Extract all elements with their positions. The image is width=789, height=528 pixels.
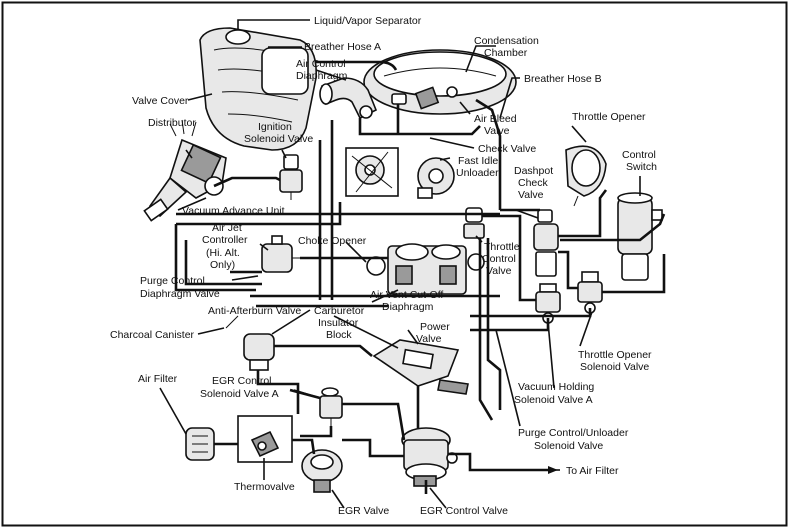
label-egr-control-valve: EGR Control Valve [420,505,508,517]
label-purge-control-diaphragm-valve-line1: Purge Control [140,275,205,287]
label-egr-control-solenoid-valve-line1: EGR Control [212,375,272,387]
label-air-jet-controller-line1: Air Jet [212,222,242,234]
label-air-vent-cut-off-line1: Air Vent Cut-Off [370,289,443,301]
air-jet-controller-component [261,235,304,273]
label-air-bleed-valve-line1: Air Bleed [474,113,517,125]
distributor-component [143,119,227,222]
vacuum-hoses [174,60,666,494]
label-throttle-opener-solenoid-valve-line2: Solenoid Valve [580,361,649,373]
throttle-opener-component [565,145,607,207]
label-control-switch-line2: Switch [626,161,657,173]
ignition-solenoid-valve-component [279,154,303,200]
leader-lines [159,19,641,509]
egr-control-valve-component [401,427,458,487]
label-control-switch-line1: Control [622,149,656,161]
charcoal-canister-marker [225,315,239,329]
label-anti-afterburn-valve: Anti-Afterburn Valve [208,305,301,317]
label-dashpot-check-valve-line1: Dashpot [514,165,553,177]
label-air-jet-controller-line3: (Hi. Alt. [206,247,240,259]
thermovalve-component [237,415,293,463]
label-dashpot-check-valve-line3: Valve [518,189,544,201]
label-purge-unloader-solenoid-valve-line1: Purge Control/Unloader [518,427,629,439]
label-air-control-diaphragm-line2: Diaphragm [296,70,348,82]
label-throttle-control-valve-line2: Control [482,253,516,265]
air-cleaner-housing-component [363,49,517,115]
label-purge-unloader-solenoid-valve-line2: Solenoid Valve [534,440,603,452]
label-valve-cover: Valve Cover [132,95,189,107]
label-purge-control-diaphragm-valve-line2: Diaphragm Valve [140,288,220,300]
label-vacuum-advance-unit: Vacuum Advance Unit [182,205,285,217]
egr-valve-component [301,449,343,493]
label-air-control-diaphragm-line1: Air Control [296,58,346,70]
choke-bracket-component [345,147,399,197]
label-liquid-vapor-separator: Liquid/Vapor Separator [314,15,422,27]
label-carburetor-line2: Insulator [318,317,359,329]
label-air-jet-controller-line2: Controller [202,234,248,246]
label-throttle-control-valve-line3: Valve [486,265,512,277]
throttle-control-valve-component [463,207,485,239]
insulator-block-component [372,339,469,395]
diagram-labels: Liquid/Vapor Separator Breather Hose A C… [110,15,657,517]
label-egr-control-solenoid-valve-line2: Solenoid Valve A [200,388,279,400]
dashpot-check-valve-component [533,209,559,277]
label-air-filter: Air Filter [138,373,178,385]
air-filter-component [185,427,215,461]
label-egr-valve: EGR Valve [338,505,389,517]
label-throttle-control-valve-line1: Throttle [484,241,520,253]
fast-idle-unloader-component [417,157,455,199]
label-breather-hose-a: Breather Hose A [304,41,381,53]
label-condensation-chamber-line2: Chamber [484,47,528,59]
label-ignition-solenoid-valve-line2: Solenoid Valve [244,133,313,145]
label-to-air-filter: To Air Filter [566,465,619,477]
label-fast-idle-unloader-line1: Fast Idle [458,155,498,167]
label-power-valve-line2: Valve [416,333,442,345]
carburetor-component [366,243,485,295]
label-air-bleed-valve-line2: Valve [484,125,510,137]
label-thermovalve: Thermovalve [234,481,295,493]
label-choke-opener: Choke Opener [298,235,367,247]
label-fast-idle-unloader-line2: Unloader [456,167,499,179]
label-throttle-opener: Throttle Opener [572,111,646,123]
control-switch-component [617,192,663,281]
label-carburetor-line1: Carburetor [314,305,365,317]
label-condensation-chamber-line1: Condensation [474,35,539,47]
valve-cover-component [199,27,317,151]
label-power-valve-line1: Power [420,321,450,333]
label-vacuum-holding-solenoid-valve-line1: Vacuum Holding [518,381,594,393]
label-breather-hose-b: Breather Hose B [524,73,602,85]
throttle-opener-solenoid-component [577,271,603,314]
label-air-jet-controller-line4: Only) [210,259,235,271]
anti-afterburn-valve-component [243,333,275,371]
label-distributor: Distributor [148,117,196,129]
label-check-valve: Check Valve [478,143,536,155]
label-dashpot-check-valve-line2: Check [518,177,549,189]
label-ignition-solenoid-valve-line1: Ignition [258,121,292,133]
egr-control-solenoid-component [319,387,343,426]
label-charcoal-canister: Charcoal Canister [110,329,195,341]
label-throttle-opener-solenoid-valve-line1: Throttle Opener [578,349,652,361]
label-carburetor-line3: Block [326,329,352,341]
label-vacuum-holding-solenoid-valve-line2: Solenoid Valve A [514,394,593,406]
label-air-vent-cut-off-line2: Diaphragm [382,301,434,313]
